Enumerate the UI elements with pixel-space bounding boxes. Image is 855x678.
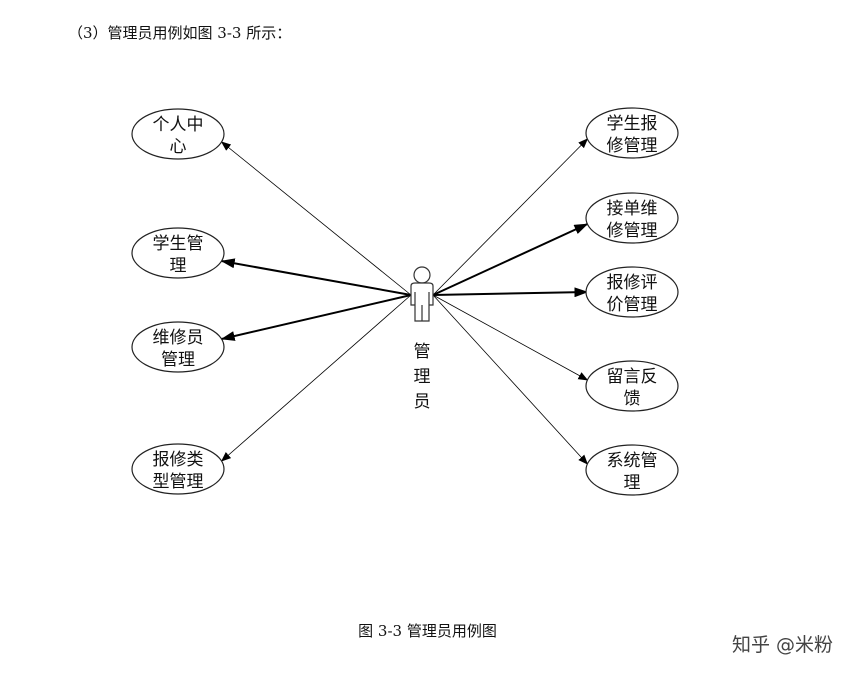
use-case-label: 价管理: [607, 295, 658, 315]
use-case-ellipse: [585, 444, 679, 496]
use-case-label: 型管理: [153, 472, 204, 492]
use-case-label: 报修类: [153, 450, 204, 470]
use-case-ellipse: [131, 227, 225, 279]
use-case-ellipse: [585, 360, 679, 412]
actor-administrator: 管 理 员: [410, 266, 434, 412]
intro-text: （3）管理员用例如图 3-3 所示：: [68, 24, 292, 42]
association-arrow-left-2: [220, 294, 412, 341]
use-case-label: 接单维: [607, 199, 658, 219]
use-case-label: 维修员: [153, 328, 204, 348]
association-arrow-right-1: [432, 223, 589, 296]
use-case-label: 留言反: [607, 367, 658, 387]
actor-label-3: 员: [414, 392, 431, 412]
actor-label-2: 理: [414, 367, 431, 387]
use-case-ellipse: [131, 108, 225, 160]
use-case-label: 报修评: [607, 273, 658, 293]
association-arrow-right-0: [432, 138, 589, 296]
use-case-label: 修管理: [607, 221, 658, 241]
association-arrow-left-3: [220, 294, 412, 462]
watermark: 知乎 @米粉: [731, 634, 833, 656]
association-arrow-right-3: [432, 294, 589, 381]
actor-label-1: 管: [414, 342, 431, 362]
association-arrow-right-2: [432, 287, 589, 298]
use-case-label: 心: [170, 137, 187, 157]
association-arrow-left-0: [220, 141, 412, 296]
use-case-label: 系统管: [607, 451, 658, 471]
use-case-label: 理: [624, 473, 641, 493]
association-arrow-left-1: [220, 258, 412, 296]
use-case-ellipse: [585, 192, 679, 244]
use-case-ellipse: [131, 443, 225, 495]
use-case-label: 个人中: [153, 115, 204, 135]
association-arrow-right-4: [432, 294, 589, 465]
figure-caption: 图 3-3 管理员用例图: [358, 622, 497, 640]
use-case-label: 修管理: [607, 136, 658, 156]
use-case-label: 理: [170, 256, 187, 276]
use-case-label: 馈: [624, 389, 641, 409]
use-case-ellipse: [585, 107, 679, 159]
use-case-label: 学生管: [153, 234, 204, 254]
use-case-ellipse: [585, 266, 679, 318]
actor-head: [413, 266, 431, 284]
actor-body: [410, 282, 434, 322]
use-case-label: 管理: [161, 350, 195, 370]
use-case-ellipse: [131, 321, 225, 373]
use-case-label: 学生报: [607, 114, 658, 134]
